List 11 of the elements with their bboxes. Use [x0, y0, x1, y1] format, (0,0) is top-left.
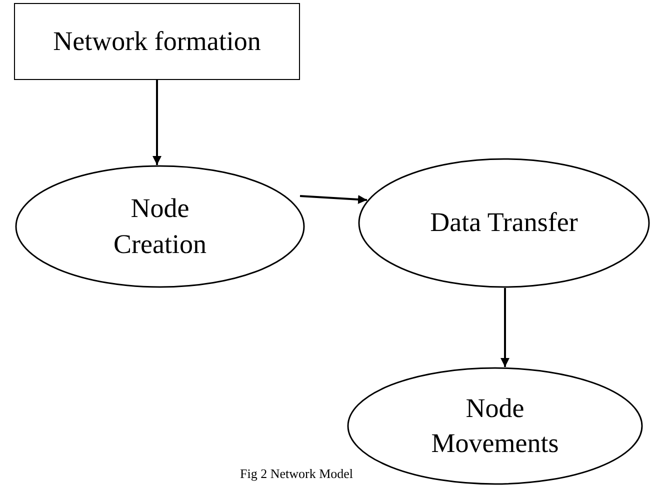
node-label: Node Movements — [430, 392, 560, 460]
arrow — [300, 194, 368, 204]
ellipse-node — [15, 165, 305, 288]
node-label: Network formation — [53, 24, 261, 58]
figure-caption: Fig 2 Network Model — [240, 466, 354, 482]
process-box — [14, 3, 300, 80]
ellipse-node — [358, 158, 650, 288]
arrow — [152, 80, 162, 165]
node-label: Node Creation — [112, 192, 208, 260]
arrow — [500, 288, 510, 367]
node-label: Data Transfer — [430, 206, 578, 240]
